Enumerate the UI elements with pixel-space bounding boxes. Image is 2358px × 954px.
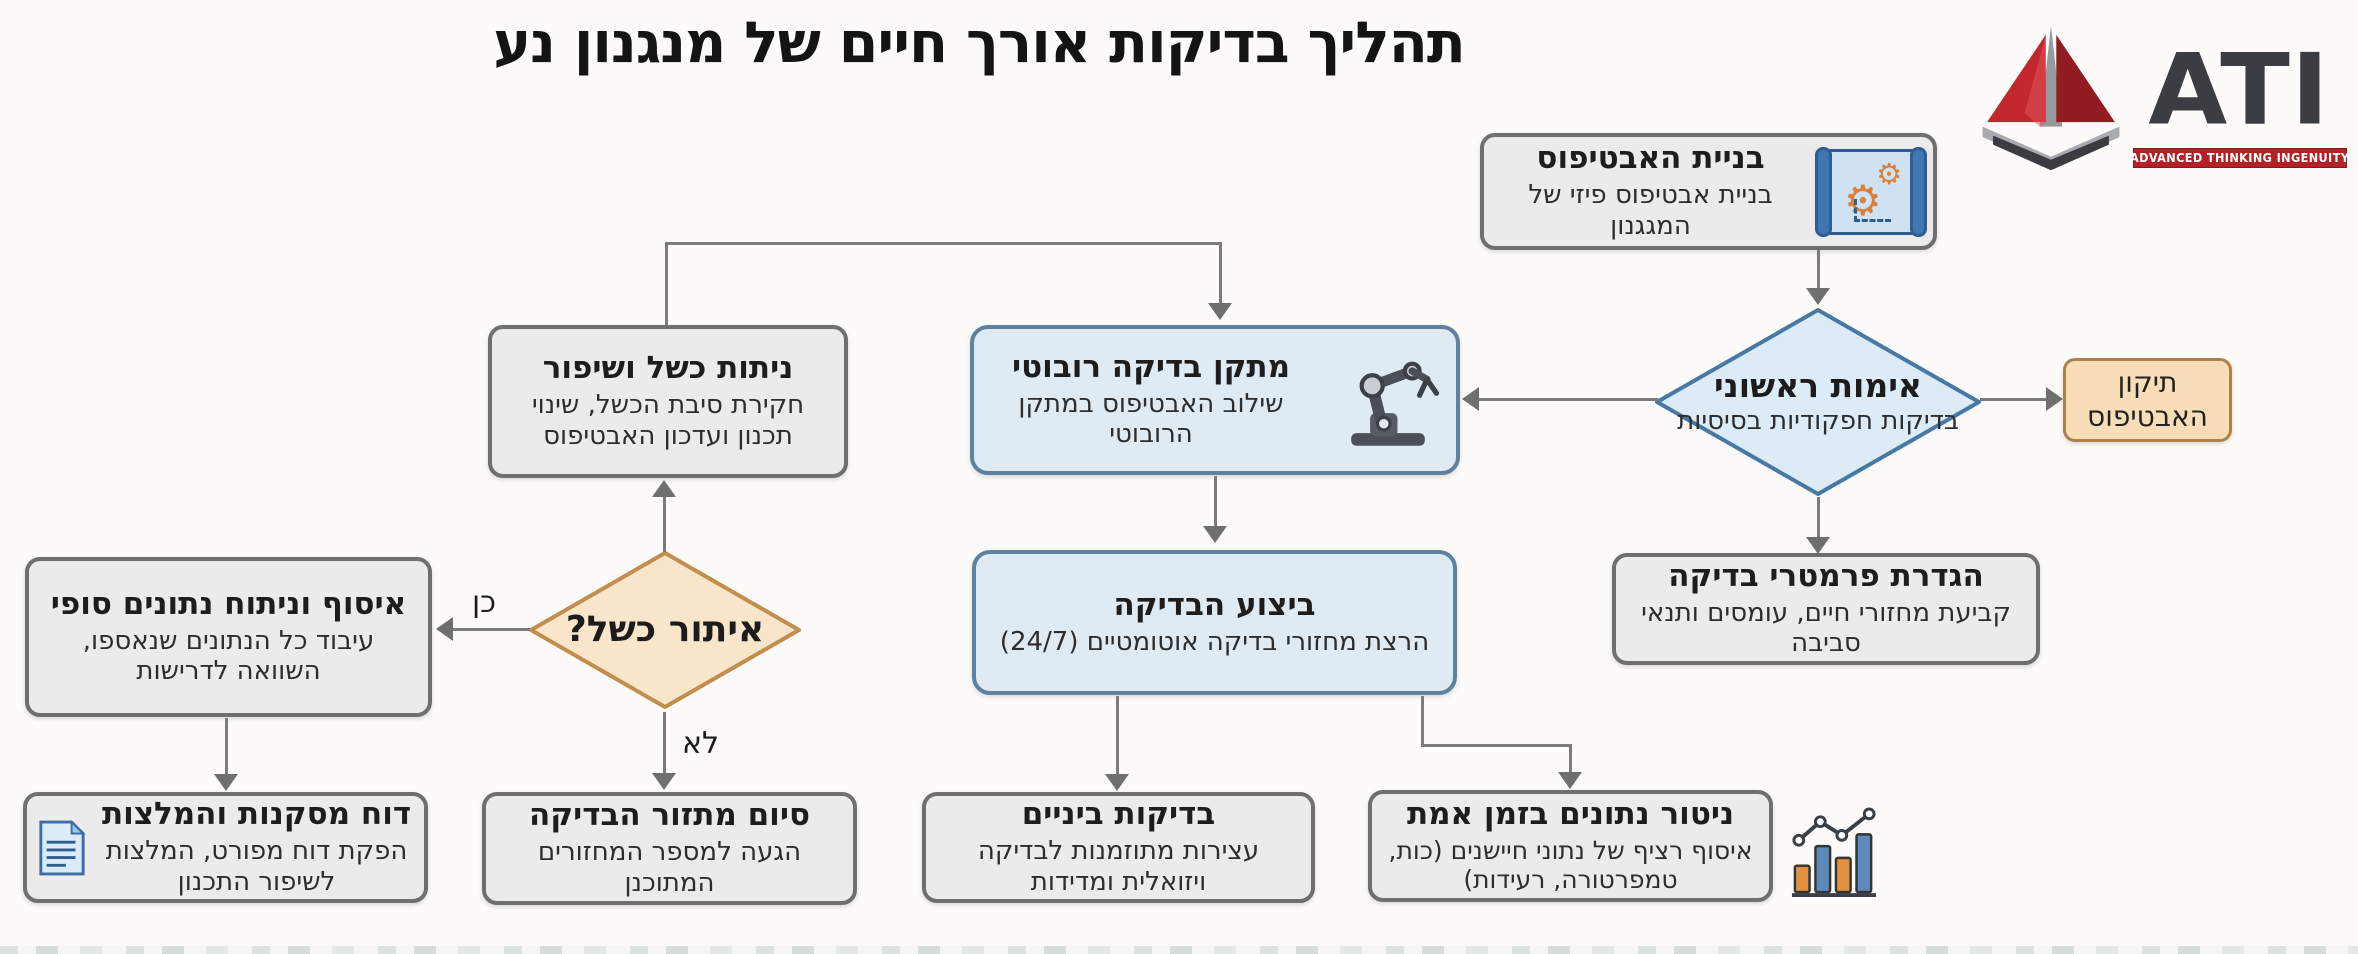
node-subtitle: עיבוד כל הנתונים שנאספו, השוואה לדרישות <box>82 625 375 687</box>
arrowhead-left-icon <box>1462 387 1479 411</box>
node-report: דוח מסקנות והמלצות הפקת דוח מפורט, המלצו… <box>23 792 428 903</box>
node-define-params: הגדרת פרמטרי בדיקה קביעת מחזורי חיים, עו… <box>1612 553 2040 665</box>
node-initial-validation: אימות ראשוני בדיקות חפקודיות בסיסיות <box>1653 307 1983 497</box>
node-title: בניית האבטיפוס <box>1536 140 1765 177</box>
ati-logo-tagline-bar: ADVANCED THINKING INGENUITY <box>2130 148 2350 168</box>
node-subtitle: הרצת מחזורי בדיקה אוטומטיים (24/7) <box>999 626 1430 657</box>
edge-analysis-loop-down <box>1219 242 1222 306</box>
arrowhead-down-icon <box>652 773 676 790</box>
arrowhead-down-icon <box>1208 303 1232 320</box>
document-icon <box>39 819 86 875</box>
gear-icon: ⚙ <box>1844 175 1882 225</box>
node-title: דוח מסקנות והמלצות <box>101 796 412 833</box>
edge-runtest-to-monitoring <box>1421 696 1424 746</box>
arrowhead-down-icon <box>1203 526 1227 543</box>
edge-detected-no <box>663 712 666 775</box>
node-final-data: איסוף וניתוח נתונים סופי עיבוד כל הנתוני… <box>25 557 432 717</box>
arrowhead-up-icon <box>652 480 676 497</box>
node-title: ביצוע הבדיקה <box>1113 586 1316 623</box>
page-title: תהליך בדיקות אורך חיים של מנגנון נע <box>493 10 1466 76</box>
arrowhead-down-icon <box>214 774 238 791</box>
arrowhead-down-icon <box>1558 772 1582 789</box>
node-subtitle: הפקת דוח מפורט, המלצות לשיפור התכנון <box>105 836 408 897</box>
node-title: תיקון האבטיפוס <box>2087 366 2208 433</box>
node-title: הגדרת פרמטרי בדיקה <box>1668 557 1984 594</box>
arrowhead-down-icon <box>1806 288 1830 305</box>
node-subtitle: קביעת מחזורי חיים, עומסים ותנאי סביבה <box>1641 597 2011 659</box>
node-title: איתור כשל? <box>565 609 765 651</box>
blueprint-gears-icon: ⚙ ⚙ <box>1815 146 1927 237</box>
node-title: סיום מתזור הבדיקה <box>529 797 811 834</box>
node-subtitle: בדיקות חפקודיות בסיסיות <box>1677 405 1959 436</box>
ati-logo-text: ATI <box>2148 33 2330 148</box>
node-failure-analysis: ניתות כשל ושיפור חקירת סיבת הכשל, שינוי … <box>488 325 848 478</box>
edge-detected-yes <box>452 628 530 631</box>
edge-label-no: לא <box>682 726 720 761</box>
edge-analysis-loop-up <box>665 242 668 325</box>
edge-runtest-to-interim <box>1116 696 1119 776</box>
edge-validation-to-fixture <box>1478 398 1658 401</box>
node-title: מתקן בדיקה רובוטי <box>1011 348 1291 385</box>
edge-analysis-loop-across <box>665 242 1222 245</box>
bar-chart-icon <box>1791 807 1877 897</box>
edge-label-yes: כן <box>472 585 497 620</box>
ati-logo-triangle-icon <box>1972 12 2130 188</box>
node-realtime-monitoring: ניטור נתונים בזמן אמת איסוף רציף של נתונ… <box>1368 790 1773 902</box>
ati-logo-tagline: ADVANCED THINKING INGENUITY <box>2130 151 2350 165</box>
node-title: אימות ראשוני <box>1714 365 1922 405</box>
edge-build-to-validation <box>1817 250 1820 290</box>
arrowhead-down-icon <box>1806 537 1830 554</box>
arrowhead-right-icon <box>2046 387 2063 411</box>
arrowhead-left-icon <box>436 617 453 641</box>
gear-icon: ⚙ <box>1876 156 1902 191</box>
node-robotic-fixture: מתקן בדיקה רובוטי שילוב האבטיפוס במתקן ה… <box>970 325 1460 475</box>
node-title: איסוף וניתוח נתונים סופי <box>50 585 407 622</box>
node-title: ניטור נתונים בזמן אמת <box>1406 796 1735 833</box>
edge-validation-to-fix <box>1980 398 2050 401</box>
node-subtitle: שילוב האבטיפוס במתקן הרובוטי <box>1018 388 1284 450</box>
node-subtitle: הגעה למספר המחזורים המתוכנן <box>537 837 802 898</box>
node-subtitle: בניית אבטיפוס פיזי של המגגנון <box>1528 180 1773 241</box>
node-subtitle: חקירת סיבת הכשל, שינוי תכנון ועדכון האבט… <box>531 390 805 451</box>
edge-validation-to-params <box>1817 497 1820 539</box>
node-subtitle: איסוף רציף של נתוני חיישנים (כות, טמפרטו… <box>1388 835 1753 895</box>
node-run-test: ביצוע הבדיקה הרצת מחזורי בדיקה אוטומטיים… <box>972 550 1457 695</box>
node-title: ניתות כשל ושיפור <box>542 350 794 387</box>
node-fix-prototype: תיקון האבטיפוס <box>2063 358 2232 442</box>
edge-finaldata-to-report <box>225 718 228 776</box>
arrowhead-down-icon <box>1105 774 1129 791</box>
edge-runtest-to-monitoring <box>1569 744 1572 775</box>
node-build-prototype: ⚙ ⚙ בניית האבטיפוס בניית אבטיפוס פיזי של… <box>1480 133 1937 250</box>
node-end-cycle: סיום מתזור הבדיקה הגעה למספר המחזורים המ… <box>482 792 857 905</box>
node-title: בדיקות ביניים <box>1021 796 1216 833</box>
node-failure-detected: איתור כשל? <box>527 550 803 710</box>
edge-detected-to-analysis <box>663 497 666 552</box>
robot-arm-icon <box>1351 361 1440 446</box>
node-interim-tests: בדיקות ביניים עצירות מתוזמנות לבדיקה ויז… <box>922 792 1315 903</box>
edge-runtest-to-monitoring <box>1421 744 1572 747</box>
edge-fixture-to-runtest <box>1214 476 1217 528</box>
bottom-strip <box>0 946 2358 954</box>
node-subtitle: עצירות מתוזמנות לבדיקה ויזואלית ומדידות <box>977 836 1260 897</box>
